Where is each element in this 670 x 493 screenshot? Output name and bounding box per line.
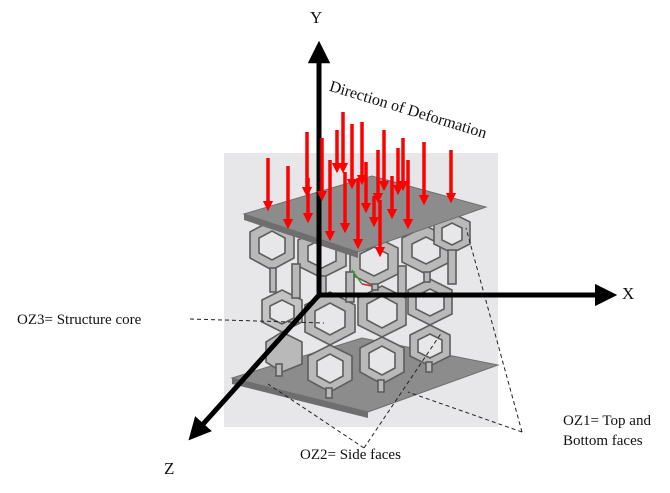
oz2-leader-line-right (363, 331, 443, 449)
origin-mark-red (361, 283, 373, 287)
leader-lines (189, 227, 523, 449)
y-axis-label: Y (310, 8, 323, 27)
oz3-leader-line (189, 318, 325, 324)
oz2-leader-line-left (267, 383, 365, 449)
oz1-leader-line-bottom (407, 391, 523, 433)
oz1-label: OZ1= Top and Bottom faces (563, 412, 651, 451)
oz2-label: OZ2= Side faces (300, 447, 401, 463)
z-axis (188, 293, 321, 441)
oz1-leader-line-top (465, 227, 523, 433)
x-axis-label: X (622, 284, 635, 303)
oz1-label-line1: OZ1= Top and (563, 413, 651, 429)
coordinate-axes (188, 40, 618, 441)
origin-mark-green (351, 269, 363, 285)
z-axis-label: Z (164, 459, 175, 478)
bottom-plate-edge (232, 378, 368, 418)
deformation-arrows (262, 112, 457, 258)
oz1-label-line2: Bottom faces (563, 432, 643, 449)
oz3-label: OZ3= Structure core (17, 312, 142, 328)
top-plate-edge (244, 214, 358, 258)
